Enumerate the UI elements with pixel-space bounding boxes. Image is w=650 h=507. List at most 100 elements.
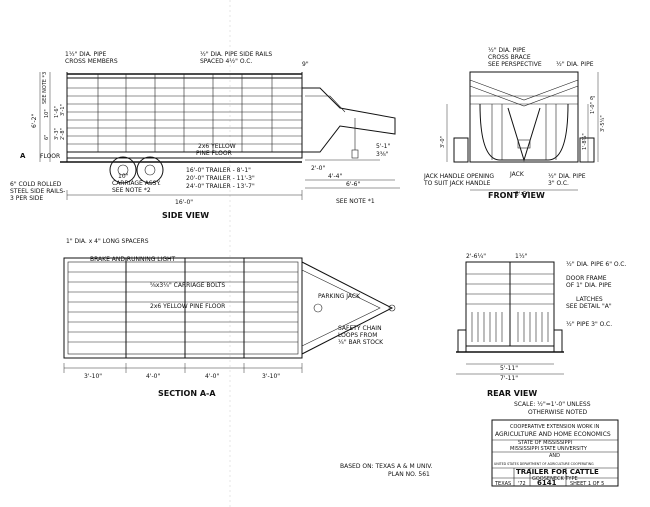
front-note-perspective: SEE PERSPECTIVE [488,61,542,68]
note-carriage: CARRIAGE ASSY. [112,180,161,187]
dim-side-1ft: 1'-6" [54,106,60,118]
sec-note-light: BRAKE AND RUNNING LIGHT [90,256,176,263]
plan-subtitle: GOOSENECK TYPE [532,476,578,482]
front-dim-3ft: 3'-0" [440,136,446,148]
front-note-pipe-oc: ½" DIA. PIPE [548,173,586,180]
rear-dim-w2: 7'-11" [500,375,518,382]
front-note-jack-handle-2: TO SUIT JACK HANDLE [423,180,491,187]
rear-note-pipe3: ½" PIPE 3" O.C. [566,321,612,328]
front-note-pipe-oc-2: 3" O.C. [548,180,569,187]
front-view [446,71,599,191]
front-dim-1ft8: 1'-8¾" [582,133,588,150]
dim-side-4ft: 4'-4" [328,173,342,180]
note-rails: ½" DIA. PIPE SIDE RAILS [200,51,272,58]
usda-line: UNITED STATES DEPARTMENT OF AGRICULTURE … [494,462,594,466]
tb-texas: TEXAS [494,481,511,487]
rear-note-latch: LATCHES [576,296,603,303]
dim-side-10: 10" [118,173,129,180]
side-posts [66,72,303,162]
wheels [109,156,164,184]
front-dim-1ft: 1'-0" [590,102,596,114]
dim-side-height: 6'-2" [31,114,38,128]
note-see-note-1: SEE NOTE *1 [336,198,375,205]
sec-dim-1: 3'-10" [84,373,102,380]
sec-note-bolts: ⅝x3¼" CARRIAGE BOLTS [150,282,225,289]
sec-note-chain: SAFETY CHAIN [338,325,382,332]
section-title: SECTION A-A [158,389,216,398]
rear-view-title: REAR VIEW [487,389,537,398]
plan-title: TRAILER FOR CATTLE [516,468,599,476]
univ-line: MISSISSIPPI STATE UNIVERSITY [510,446,588,452]
sec-dim-2: 4'-0" [146,373,160,380]
state-line: STATE OF MISSISSIPPI [518,440,572,446]
front-note-pipe: ½" DIA. PIPE [488,47,526,54]
dim-side-3ft1: 3'-1" [60,104,66,116]
note-steel: 6" COLD ROLLED [10,181,62,188]
front-note-jack-handle: JACK HANDLE OPENING [423,173,494,180]
rear-note-latch-2: SEE DETAIL "A" [566,303,612,310]
trailer-16: 16'-0" TRAILER - 8'-1" [186,167,251,174]
dim-side-10-v: 10" [44,109,50,118]
rear-note-door: DOOR FRAME [566,275,607,282]
front-dim-6in: 6" [590,96,595,102]
front-note-brace: CROSS BRACE [488,54,531,61]
side-view [39,72,400,200]
sec-dim-4: 3'-10" [262,373,280,380]
rear-upper-rails [466,273,554,305]
note-rails-2: SPACED 4½" O.C. [200,58,252,65]
dim-side-9: 9" [302,61,309,68]
dim-side-3in: 3⅜" [376,151,389,158]
rear-view [456,261,564,375]
note-pipe-cross-2: CROSS MEMBERS [65,58,118,65]
dim-side-2ft8: 2'-8" [60,128,66,140]
floor-boards [68,271,298,343]
note-floor-label: FLOOR [40,153,60,160]
dim-side-5ft: 5'-1" [376,143,390,150]
section-mark-a: A [20,152,26,160]
based-on: BASED ON: TEXAS A & M UNIV. [340,463,433,470]
and-line: AND [549,453,560,459]
sec-note-floor: 2x6 YELLOW PINE FLOOR [150,303,225,310]
sec-note-chain-2: LOOPS FROM [338,332,377,339]
rear-dim-top-1: 2'-6¼" [466,253,486,260]
front-dim-width: 5'-5" [515,191,529,198]
note-steel-3: 3 PER SIDE [10,195,43,202]
front-note-pipe-r: ½" DIA. PIPE [556,61,594,68]
note-steel-2: STEEL SIDE RAILS- [10,188,65,195]
note-floor-2: PINE FLOOR [196,150,232,157]
coop-line: COOPERATIVE EXTENSION WORK IN [510,424,600,430]
note-floor: 2x6 YELLOW [198,143,236,150]
front-dim-3ft5: 3'-5¼" [600,115,606,132]
dim-side-6-v: 6" [44,135,50,140]
sec-dim-3: 4'-0" [205,373,219,380]
trailer-24: 24'-0" TRAILER - 13'-7" [186,183,255,190]
dim-side-overall: 16'-0" [175,199,193,206]
tb-year: '72 [518,481,526,487]
dim-side-2ft: 2'-0" [311,165,325,172]
title-block [491,419,619,487]
rear-dim-top-2: 1½" [515,253,528,260]
rear-note-pipe6: ½" DIA. PIPE 6" O.C. [566,261,626,268]
ag-line: AGRICULTURE AND HOME ECONOMICS [495,431,611,438]
sec-note-spacers: 1" DIA. x 4" LONG SPACERS [66,238,149,245]
sec-note-chain-3: ¼" BAR STOCK [338,339,384,346]
sheet-number: SHEET 1 OF 5 [570,481,604,487]
rear-lower-bars [471,312,549,342]
scale-note-2: OTHERWISE NOTED [528,409,587,416]
dim-side-3ft: 3'-3" [54,128,60,140]
note-carriage-2: SEE NOTE *2 [112,187,151,194]
scale-note: SCALE: ½"=1'-0" UNLESS [514,401,591,408]
section-a-a [63,257,396,373]
front-view-title: FRONT VIEW [488,191,545,200]
sec-note-jack: PARKING JACK [318,293,361,300]
side-rails [67,87,302,145]
note-see-note-3: SEE NOTE *3 [42,72,48,104]
rear-dim-w1: 5'-11" [500,365,518,372]
based-on-2: PLAN NO. 561 [388,471,430,478]
side-view-title: SIDE VIEW [162,211,209,220]
plan-number: 6141 [537,479,557,487]
note-pipe-cross: 1½" DIA. PIPE [65,51,107,58]
rear-note-door-2: OF 1" DIA. PIPE [566,282,612,289]
front-note-jack: JACK [509,171,525,178]
